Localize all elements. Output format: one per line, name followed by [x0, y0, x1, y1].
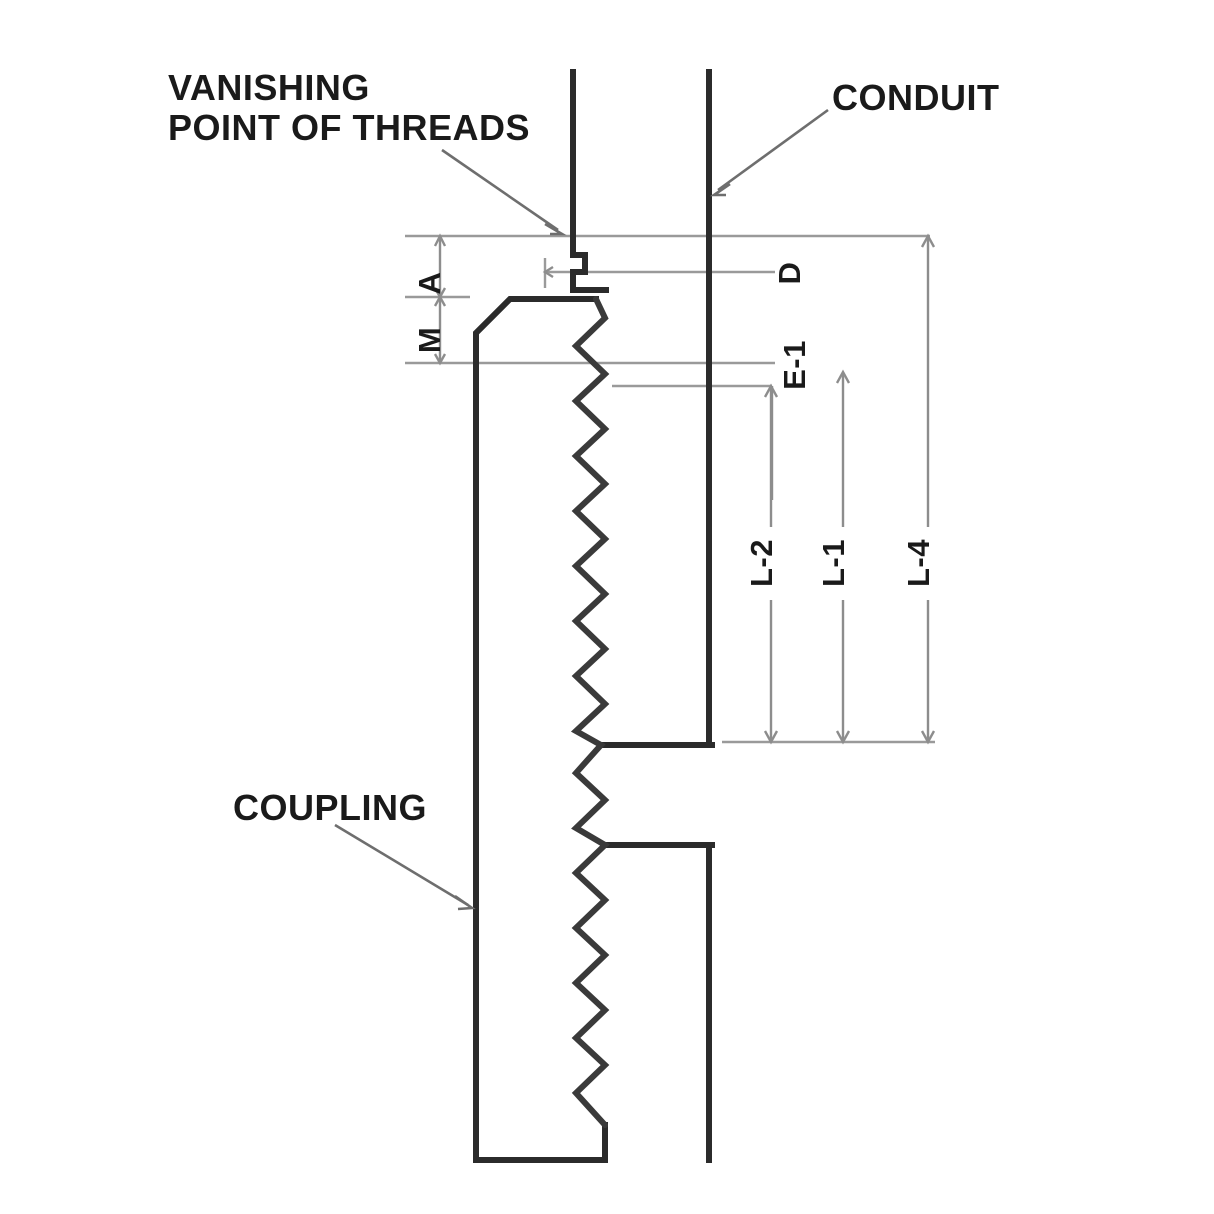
- dimension-label-l4: L-4: [901, 539, 936, 587]
- arrowhead-l1-top: [835, 369, 851, 384]
- leader-line-vanishing-point: [441, 148, 559, 232]
- coupling-outline: [473, 296, 599, 1163]
- leader-line-conduit: [717, 108, 829, 192]
- arrowhead-d: [542, 265, 554, 279]
- arrowhead-m-bottom: [433, 353, 447, 366]
- arrowhead-conduit: [709, 182, 731, 197]
- dimension-label-a: A: [412, 272, 447, 295]
- arrowhead-l2-bottom: [763, 730, 779, 745]
- conduit-inner-wall: [570, 69, 609, 293]
- arrowhead-coupling: [454, 894, 476, 911]
- dimension-label-l2: L-2: [744, 539, 779, 587]
- thread-profile: [570, 296, 610, 1128]
- arrowhead-l2-top: [763, 383, 779, 398]
- arrowhead-m-top: [433, 294, 447, 307]
- dimension-label-l1: L-1: [816, 539, 851, 587]
- dimension-label-e1: E-1: [777, 340, 812, 390]
- leader-line-coupling: [334, 823, 469, 907]
- vanishing-point-label-line2: POINT OF THREADS: [168, 107, 530, 148]
- coupling-bottom: [473, 1122, 608, 1163]
- coupling-label: COUPLING: [233, 787, 427, 828]
- vanishing-point-label-line1: VANISHING: [168, 67, 370, 108]
- arrowhead-vanishing-point: [544, 222, 567, 236]
- dimension-label-m: M: [412, 327, 447, 353]
- arrowhead-l1-bottom: [835, 730, 851, 745]
- conduit-label: CONDUIT: [832, 77, 1000, 118]
- arrowhead-l4-bottom: [920, 730, 936, 745]
- dimension-label-d: D: [772, 262, 807, 285]
- arrowhead-a-top: [433, 233, 447, 247]
- arrowhead-l4-top: [920, 233, 936, 248]
